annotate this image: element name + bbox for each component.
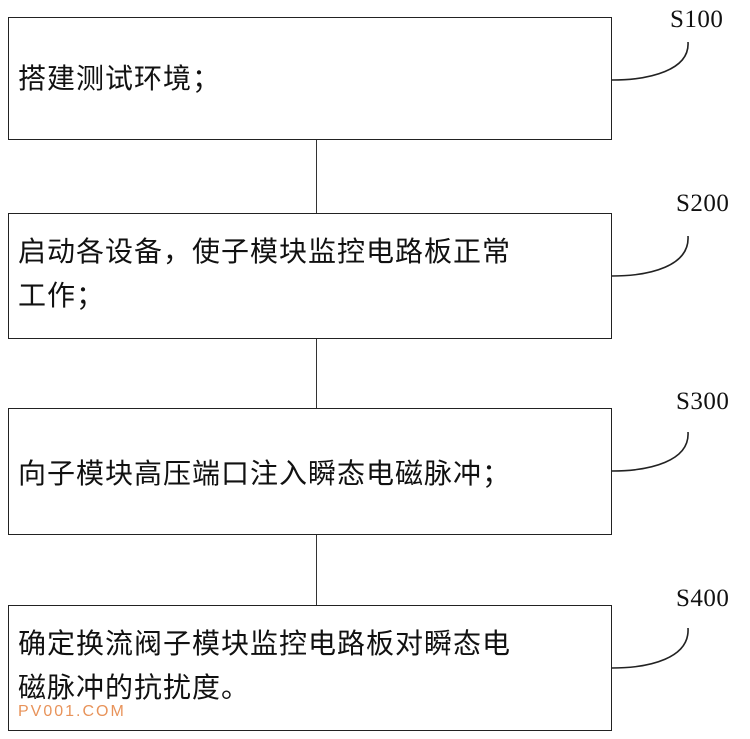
step-box-s200: 启动各设备，使子模块监控电路板正常 工作； (8, 213, 612, 339)
step-text-s400: 确定换流阀子模块监控电路板对瞬态电 磁脉冲的抗扰度。 (18, 627, 512, 704)
step-box-s400: 确定换流阀子模块监控电路板对瞬态电 磁脉冲的抗扰度。 (8, 605, 612, 731)
leader-line-s100 (611, 41, 689, 81)
watermark: PV001.COM (18, 703, 126, 720)
leader-line-s400 (611, 627, 689, 669)
step-label-s400: S400 (676, 585, 730, 612)
step-label-s200: S200 (676, 190, 730, 217)
step-text-s300: 向子模块高压端口注入瞬态电磁脉冲； (18, 457, 512, 490)
leader-line-s300 (611, 431, 689, 472)
step-box-s300: 向子模块高压端口注入瞬态电磁脉冲； (8, 408, 612, 535)
step-box-s100: 搭建测试环境； (8, 17, 612, 140)
connector-line-3 (316, 535, 317, 605)
step-text-s100: 搭建测试环境； (18, 62, 222, 95)
leader-line-s200 (611, 235, 689, 277)
connector-line-2 (316, 339, 317, 408)
step-label-s300: S300 (676, 388, 730, 415)
step-label-s100: S100 (670, 6, 724, 33)
connector-line-1 (316, 140, 317, 213)
step-text-s200: 启动各设备，使子模块监控电路板正常 工作； (18, 235, 512, 312)
